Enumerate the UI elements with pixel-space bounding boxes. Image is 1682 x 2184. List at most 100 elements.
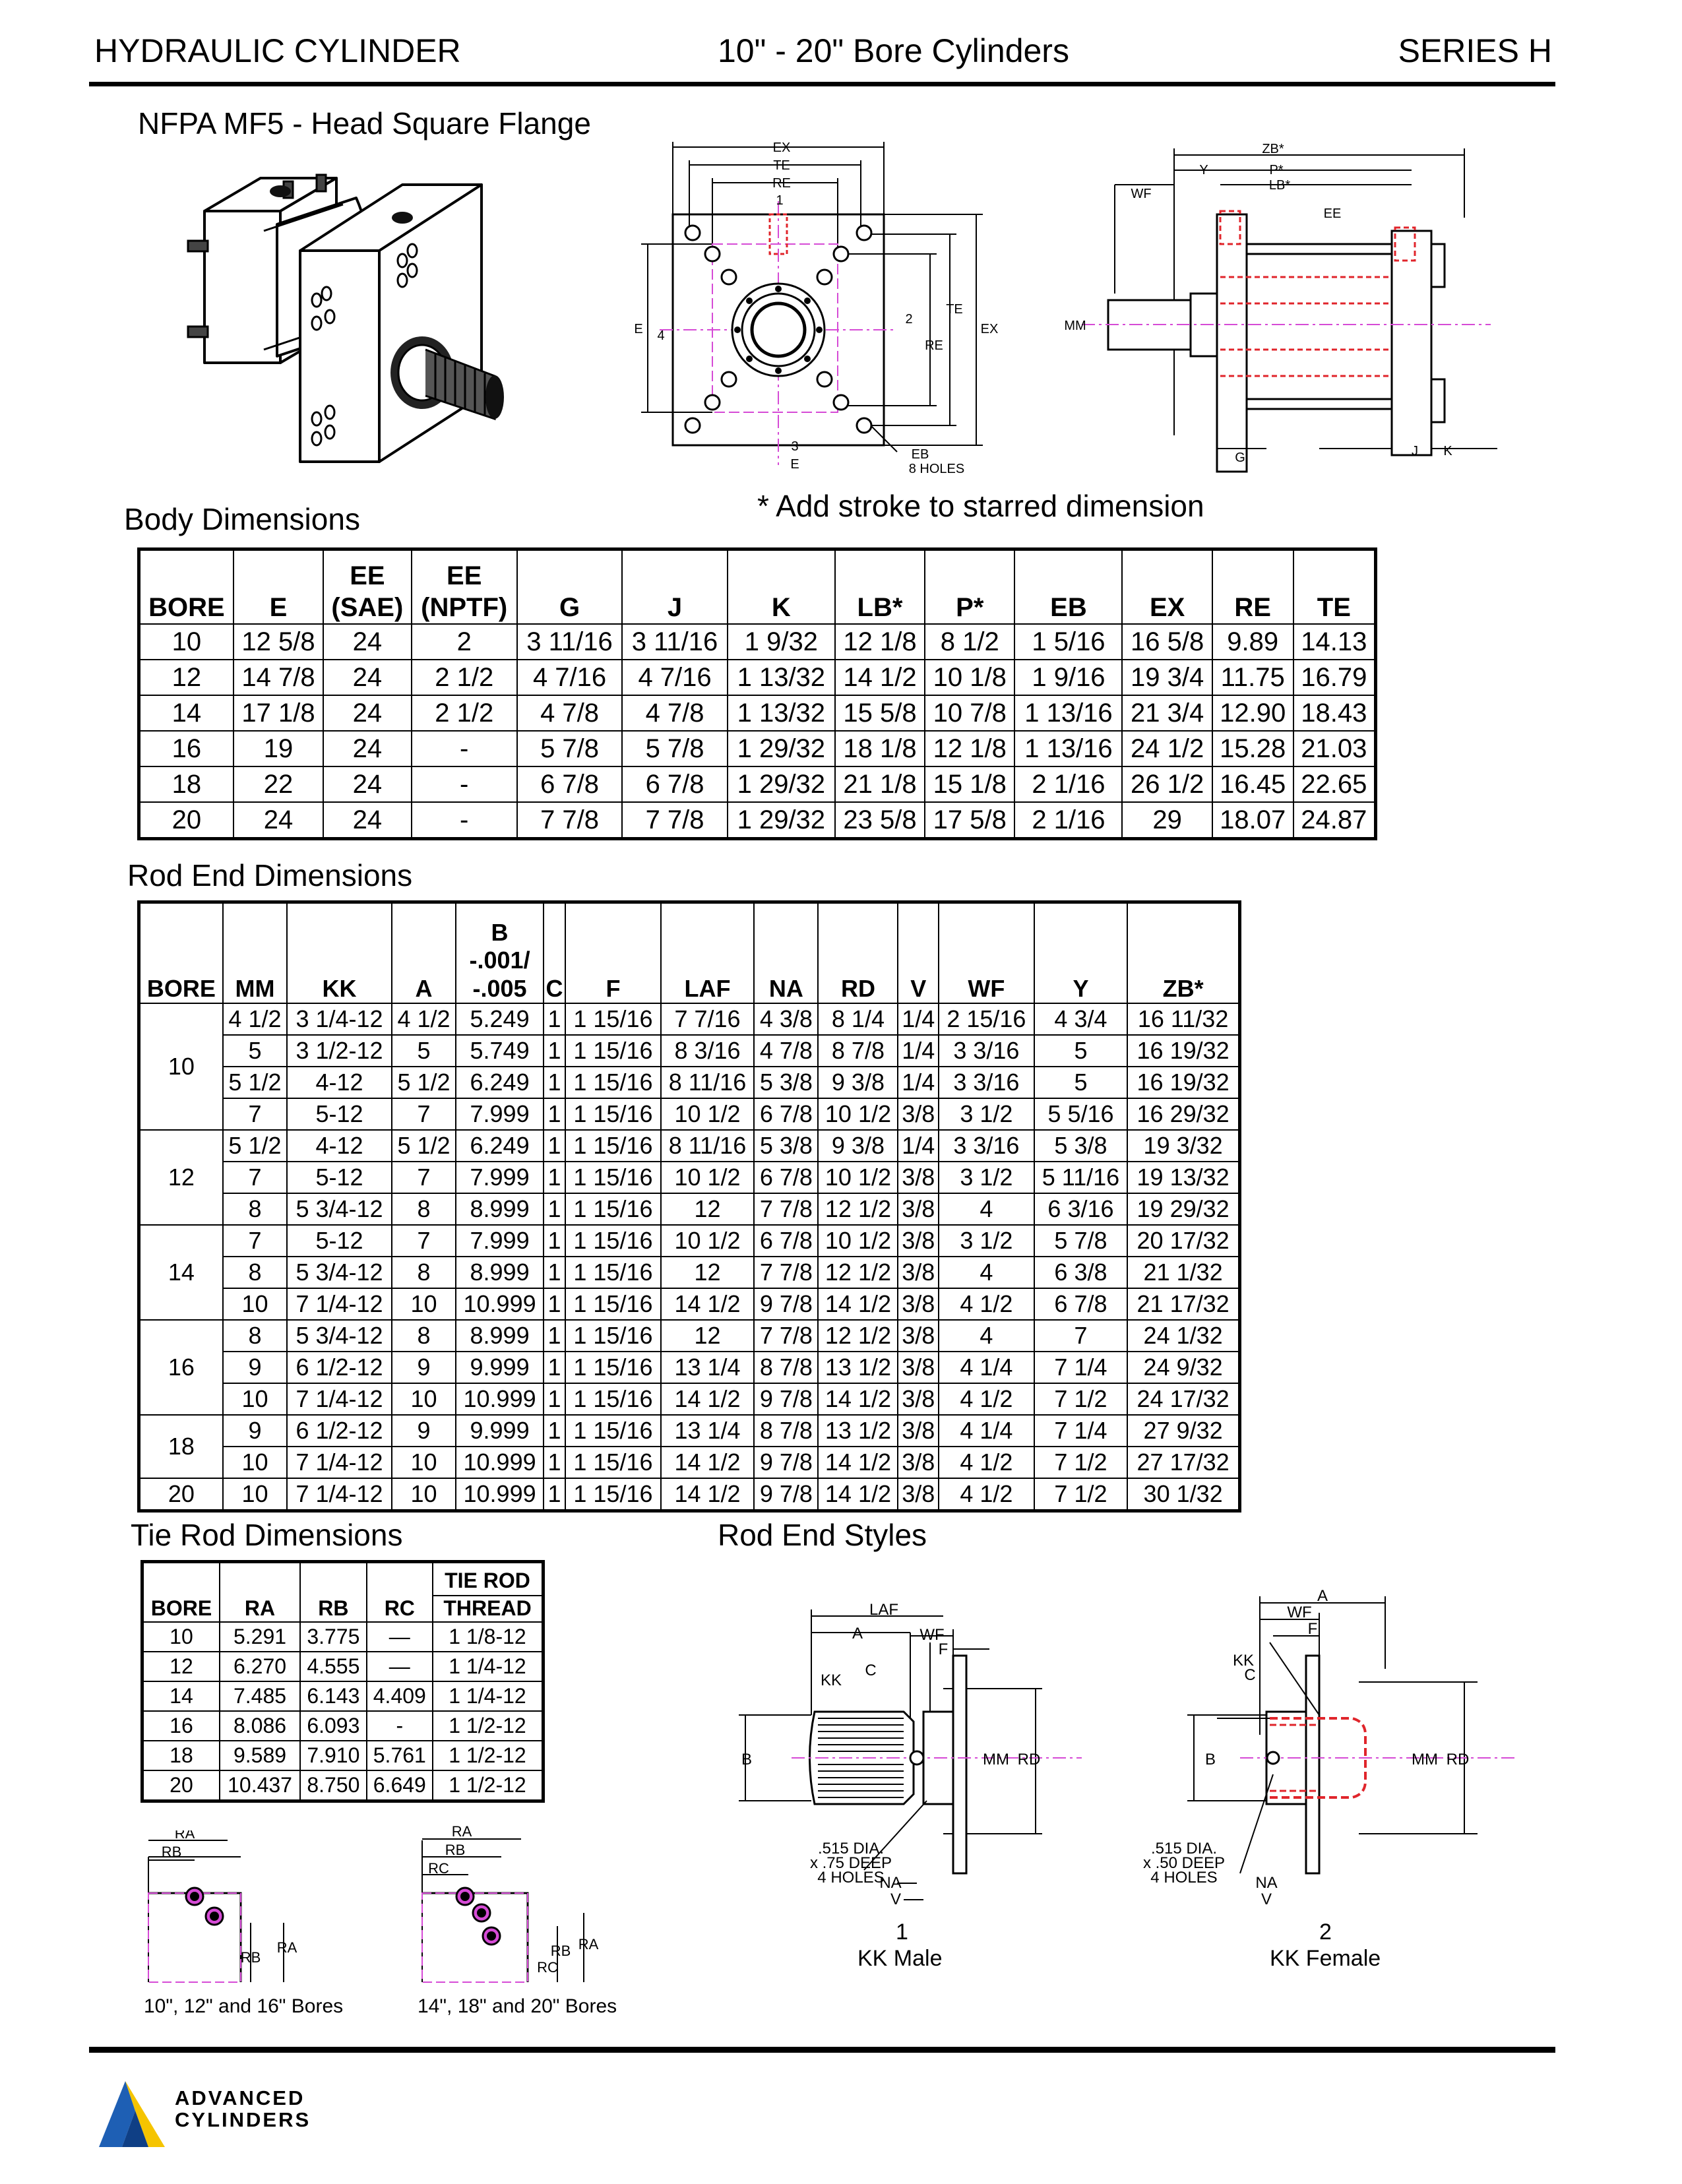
table-cell: 14 1/2 [660,1446,755,1479]
column-header-label: BORE [146,974,216,1002]
table-cell: 10.999 [455,1288,544,1321]
column-header: EB [1014,548,1123,625]
svg-text:RB: RB [551,1943,571,1959]
table-cell: 8 1/4 [817,1003,899,1036]
table-cell: 24 [323,623,412,660]
column-header-top [1123,561,1211,592]
tie-rod-diagram-small-bores: RA RB RB RA [148,1830,297,1983]
table-cell: 14 1/2 [660,1478,755,1512]
table-cell: 1 [542,1003,567,1036]
column-header: BORE [138,548,234,625]
column-header-label: (NPTF) [421,592,508,622]
table-cell: 1 15/16 [565,1224,662,1257]
column-header-label: P* [956,592,984,622]
svg-text:TE: TE [946,302,963,317]
table-cell: 3 11/16 [516,623,623,660]
table-cell: 1 1/2-12 [432,1740,544,1771]
table-cell: 10 1/2 [817,1224,899,1257]
table-cell: 24 [232,801,325,840]
table-cell: 23 5/8 [834,801,926,840]
column-header-label: C [545,974,563,1002]
tie-rod-caption-small: 10", 12" and 16" Bores [144,1995,344,2017]
table-cell: 8 [222,1319,288,1352]
table-cell: 3 1/2 [938,1161,1035,1194]
table-cell: 5 1/2 [222,1066,288,1099]
table-cell: - [365,1710,434,1741]
table-cell: 7 7/8 [753,1256,819,1289]
bore-cell: 20 [138,1478,224,1512]
column-header-label: -.001/ [469,947,530,974]
table-cell: 4 7/16 [621,659,728,696]
table-cell: 16 19/32 [1127,1034,1241,1067]
table-cell: 3 3/16 [938,1034,1035,1067]
table-cell: 7.999 [455,1098,544,1131]
table-cell: 7.999 [455,1161,544,1194]
svg-text:LAF: LAF [869,1601,898,1619]
table-cell: 4.409 [365,1681,434,1712]
table-cell: 8 [390,1256,457,1289]
column-header: WF [938,901,1035,1004]
table-cell: 3 1/2 [938,1224,1035,1257]
table-cell: 30 1/32 [1127,1478,1241,1512]
table-cell: 18.43 [1292,695,1377,732]
table-cell: 19 13/32 [1127,1161,1241,1194]
table-cell: 1/4 [897,1034,940,1067]
te-label: TE [773,158,790,173]
column-header-label: MM [235,974,275,1002]
bore-cell: 12 [138,1129,224,1226]
table-cell: 7 1/4-12 [286,1383,392,1416]
table-cell: 5 1/2 [390,1066,457,1099]
table-cell: 9 7/8 [753,1446,819,1479]
table-cell: 1 [542,1098,567,1131]
table-cell: 1 1/4-12 [432,1681,544,1712]
column-header: V [897,901,940,1004]
table-cell: 1 15/16 [565,1256,662,1289]
table-cell: 4 1/4 [938,1351,1035,1384]
svg-text:4: 4 [657,328,664,343]
column-header-label: THREAD [443,1596,532,1621]
table-cell: 10 [141,1621,220,1652]
table-cell: 3 1/2 [938,1098,1035,1131]
table-cell: 8 1/2 [924,623,1016,660]
table-cell: 10 1/8 [924,659,1016,696]
table-cell: 13 1/4 [660,1414,755,1447]
column-header: J [621,548,728,625]
table-cell: 8.999 [455,1256,544,1289]
column-header: B-.001/-.005 [455,901,544,1004]
table-cell: 10 [222,1446,288,1479]
table-cell: 2 15/16 [938,1003,1035,1036]
table-cell: 12.90 [1211,695,1294,732]
table-cell: 1 15/16 [565,1003,662,1036]
table-cell: 14 [138,695,234,732]
column-header-top: EE [447,561,482,590]
table-cell: 1 [542,1161,567,1194]
table-cell: 17 1/8 [232,695,325,732]
table-cell: 10 [222,1383,288,1416]
table-cell: 14 1/2 [817,1478,899,1512]
column-header-label: Y [1073,974,1089,1002]
table-cell: 15.28 [1211,730,1294,767]
table-cell: 7 1/2 [1033,1383,1129,1416]
svg-text:RB: RB [241,1949,261,1966]
table-cell: 7 7/8 [753,1319,819,1352]
table-cell: 7 [222,1161,288,1194]
table-cell: 14 1/2 [817,1383,899,1416]
table-cell: 27 9/32 [1127,1414,1241,1447]
svg-text:C: C [865,1662,876,1679]
table-cell: 10.999 [455,1383,544,1416]
column-header-label: RA [244,1596,276,1621]
column-header-label: (SAE) [331,592,404,622]
svg-text:G: G [1235,451,1245,465]
